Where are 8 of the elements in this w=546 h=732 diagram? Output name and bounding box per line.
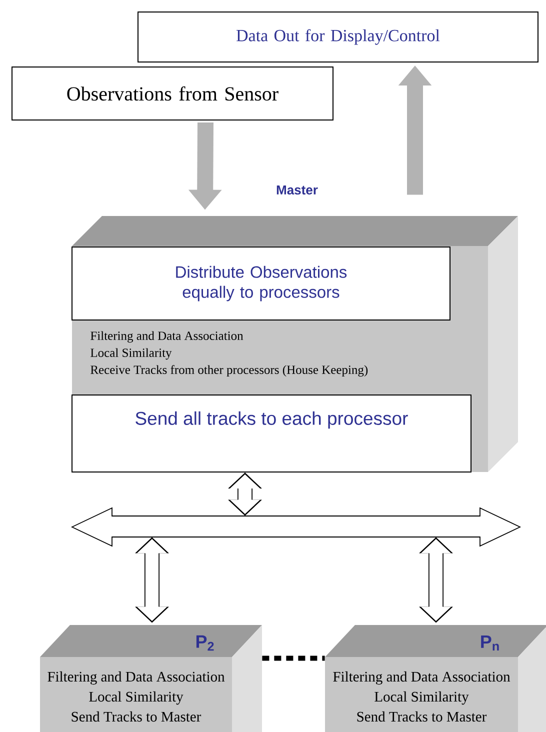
processor-label: P$_{2}$ — [196, 635, 214, 651]
task-list: Filtering and Data Association Local Similarity Send Tracks to Master — [333, 671, 510, 722]
block-heading: Master — [276, 185, 318, 195]
text-box: Observations from Sensor — [12, 66, 334, 120]
dotted-connector — [262, 656, 325, 661]
processor-label: P$_{n}$ — [481, 636, 499, 650]
task-list: Filtering and Data Association Local Similarity Send Tracks to Master — [48, 671, 225, 722]
text-box: Data Out for Display/Control — [138, 12, 538, 62]
